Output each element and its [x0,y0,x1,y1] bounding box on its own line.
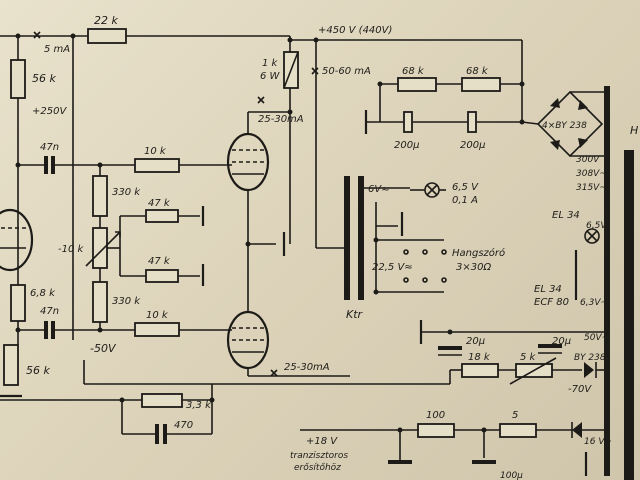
label-neg70v: -70V [568,384,592,395]
cap-200u-a [403,111,413,133]
label-16v: 16 V~ [584,437,612,447]
label-68k-b: 68 k [466,66,489,77]
label-20u-b: 20μ [552,336,571,347]
label-330k-bottom: 330 k [112,296,141,307]
output-transformer [344,176,364,300]
resistor-330k-bottom [92,281,108,323]
label-neg50v: -50V [90,342,117,355]
label-hangszoro: Hangszóró [452,247,505,259]
label-18v: +18 V [306,436,338,447]
label-50v-ac: 50V~ [584,333,609,343]
label-3x30-ohm: 3×30Ω [456,262,491,273]
bridge-rectifier [521,90,604,158]
label-308v: 308V~ [576,169,607,179]
label-5ma: 5 mA [44,44,70,55]
label-56k-top: 56 k [32,72,56,85]
resistor-10k-top [134,158,180,173]
resistor-3-3k [141,393,183,408]
resistor-10k-bottom [134,322,180,337]
resistor-100 [417,423,455,438]
label-250v: +250V [32,106,67,117]
label-56k-bottom: 56 k [26,364,50,377]
label-3-3k: 3,3 k [186,400,212,411]
label-6-5v: 6,5V [586,221,607,231]
output-pentode-top [226,132,270,192]
label-47k-top: 47 k [148,198,171,209]
cross-marks [33,31,319,377]
label-ecf80: ECF 80 [534,297,569,308]
junction-dots [15,33,525,433]
label-pot-10k: -10 k [58,244,85,255]
label-el34-top: EL 34 [552,210,580,221]
label-100: 100 [426,410,445,421]
resistor-68k-b [461,77,501,92]
label-25-30ma-top: 25-30mA [258,114,304,125]
label-by238: BY 238 [574,353,606,363]
label-6-8k: 6,8 k [30,288,56,299]
label-100u: 100μ [500,471,523,480]
label-6w: 6 W [260,71,281,82]
label-1k: 1 k [262,58,279,69]
resistor-56k-bottom [3,344,19,386]
label-lamp-6-5v: 6,5 V [452,182,479,193]
label-18k: 18 k [468,352,491,363]
resistor-330k-top [92,175,108,217]
label-22k: 22 k [94,14,118,27]
label-6v-ac: 6V≈ [368,184,390,195]
label-tranzisztoros: tranzisztoros [290,451,348,461]
label-erositohoz: erősítőhöz [294,463,341,473]
diode-by238 [584,362,594,378]
label-47k-bottom: 47 k [148,256,171,267]
label-10k-bottom: 10 k [146,310,169,321]
label-b-plus: +450 V (440V) [318,25,392,36]
label-20u-a: 20μ [466,336,485,347]
diode-18v [572,422,582,438]
resistor-56k-top [10,59,26,99]
label-lamp-0-1a: 0,1 A [452,195,478,206]
label-47n-top: 47n [40,142,59,153]
label-6-3v: 6,3V~ [580,298,608,308]
input-triode-tube [0,208,34,272]
top-rail-wires [0,35,523,340]
label-470: 470 [174,420,193,431]
label-h: H [630,124,638,137]
label-47n-bottom: 47n [40,306,59,317]
resistor-18k [461,363,499,378]
pilot-lamp-right [584,228,600,244]
resistor-5 [499,423,537,438]
mains-transformer [604,86,634,480]
label-5k: 5 k [520,352,537,363]
label-315v: 315V~ [576,183,607,193]
cap-200u-b [467,111,477,133]
label-10k-top: 10 k [144,146,167,157]
label-300v: 300V [576,155,600,165]
label-ktr: Ktr [346,308,364,321]
label-200u-a: 200μ [394,140,419,151]
label-330k-top: 330 k [112,187,141,198]
label-22-5v: 22,5 V≈ [372,262,413,273]
resistor-47k-bottom [145,269,179,283]
resistor-6-8k [10,284,26,322]
label-el34-bottom: EL 34 [534,284,562,295]
speaker-switch[interactable] [376,239,447,293]
output-pentode-bottom [226,310,270,370]
label-68k-a: 68 k [402,66,425,77]
label-4x-by238: 4×BY 238 [542,121,587,131]
label-25-30ma-bottom: 25-30mA [284,362,330,373]
resistor-68k-a [397,77,437,92]
label-5: 5 [512,410,518,421]
label-200u-b: 200μ [460,140,485,151]
label-50-60ma: 50-60 mA [322,66,371,77]
resistor-22k [87,28,127,44]
resistor-47k-top [145,209,179,223]
